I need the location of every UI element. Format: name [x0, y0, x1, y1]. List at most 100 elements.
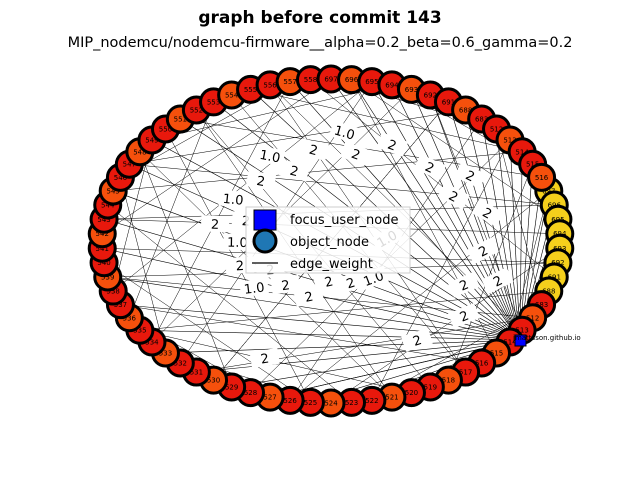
edge-weight-label: 2: [245, 170, 277, 191]
edge: [509, 190, 550, 343]
edge: [120, 304, 521, 341]
svg-text:2: 2: [307, 143, 319, 160]
object-node-label: 554: [225, 92, 239, 100]
node-layer: 6976966956946936926916886835125135145155…: [87, 64, 575, 418]
figure-title: graph before commit 143: [198, 8, 442, 28]
object-node-label: 541: [96, 245, 109, 253]
edge-weight-label: 2: [437, 182, 470, 210]
object-node-label: 558: [304, 76, 317, 84]
object-node-label: 519: [424, 383, 437, 391]
edge-weight-label: 1.0: [218, 189, 248, 209]
object-node-label: 542: [96, 230, 109, 238]
object-node-label: 543: [97, 216, 110, 224]
object-node-label: 523: [345, 399, 358, 407]
object-node: 516: [527, 162, 557, 192]
svg-text:1.0: 1.0: [222, 192, 244, 209]
edge: [139, 290, 549, 331]
svg-text:2: 2: [323, 274, 334, 290]
svg-text:2: 2: [281, 278, 291, 294]
object-node-label: 694: [385, 81, 399, 89]
object-node-label: 688: [459, 106, 472, 114]
edge: [448, 164, 533, 381]
edge-weight-label: 2: [376, 132, 409, 157]
edge: [391, 84, 521, 341]
svg-text:2: 2: [211, 218, 220, 233]
edge: [129, 163, 555, 206]
object-node-label: 696: [345, 76, 359, 84]
edge: [430, 94, 521, 341]
object-node-label: 527: [263, 394, 276, 402]
object-node: 522: [357, 385, 387, 415]
object-node-label: 513: [503, 136, 516, 144]
object-node: 697: [316, 64, 346, 94]
legend-focus-marker: [253, 209, 277, 231]
object-node-label: 529: [225, 383, 238, 391]
edge: [330, 248, 560, 404]
edge-weight-label: 2: [298, 138, 330, 161]
edge-weight-label: 1.0: [223, 233, 252, 251]
object-node-label: 683: [475, 116, 488, 124]
object-node-label: 691: [442, 98, 455, 106]
object-node-label: 544: [101, 201, 115, 209]
edge: [519, 151, 523, 341]
object-node-label: 683: [535, 301, 548, 309]
object-node-label: 693: [405, 86, 418, 94]
object-node-label: 512: [490, 126, 503, 134]
object-node-label: 697: [542, 187, 555, 195]
edge: [448, 101, 521, 341]
edge-weight-label: 2: [313, 270, 345, 293]
object-node-label: 526: [283, 397, 297, 405]
object-node-label: 512: [526, 314, 539, 322]
object-node-label: 524: [324, 400, 338, 408]
svg-text:1.0: 1.0: [243, 280, 265, 297]
edge: [129, 109, 466, 165]
object-node-label: 548: [133, 148, 146, 156]
object-node-label: 688: [542, 288, 555, 296]
edge: [107, 276, 521, 341]
object-node: 557: [275, 67, 305, 97]
edge: [411, 89, 521, 341]
edge-weight-label: 2: [447, 271, 480, 298]
object-node-label: 520: [405, 389, 418, 397]
object-node-label: 552: [190, 106, 203, 114]
object-node-label: 556: [263, 81, 277, 89]
object-node-label: 692: [424, 92, 437, 100]
edge: [113, 81, 373, 292]
focus-user-node: [514, 334, 527, 347]
edge: [112, 139, 153, 292]
object-node-label: 539: [101, 274, 114, 282]
legend: focus_user_node object_node edge_weight: [245, 206, 411, 274]
edge: [496, 129, 521, 341]
edge: [371, 139, 511, 401]
edge-weight-label: 1.0: [239, 278, 269, 298]
edge-weight-label: 2: [340, 141, 372, 167]
legend-object-label: object_node: [290, 235, 369, 250]
edge-weight-label: 2: [200, 215, 230, 233]
object-node-label: 546: [114, 174, 128, 182]
svg-text:2: 2: [303, 289, 314, 305]
object-node-label: 514: [503, 339, 517, 347]
edge-weight-label: 2: [471, 199, 504, 227]
legend-object-marker: [252, 228, 278, 254]
object-node-label: 538: [107, 288, 120, 296]
object-node-label: 547: [123, 161, 136, 169]
object-node-label: 525: [304, 399, 317, 407]
svg-text:1.0: 1.0: [258, 148, 281, 167]
legend-focus-label: focus_user_node: [290, 213, 399, 228]
object-node-label: 540: [97, 259, 110, 267]
edge: [103, 262, 311, 403]
edge: [250, 89, 523, 152]
object-node-label: 695: [365, 78, 378, 86]
object-node-label: 545: [107, 187, 120, 195]
object-node-label: 531: [190, 369, 203, 377]
object-node-label: 515: [490, 349, 503, 357]
svg-text:2: 2: [260, 351, 271, 367]
edge: [139, 329, 521, 341]
edge: [102, 78, 332, 234]
object-node-label: 517: [459, 369, 472, 377]
object-node-label: 528: [244, 389, 257, 397]
edge-weight-label: 2: [270, 274, 301, 295]
svg-text:2: 2: [235, 259, 244, 274]
edge-weight-label: 2: [249, 347, 280, 369]
